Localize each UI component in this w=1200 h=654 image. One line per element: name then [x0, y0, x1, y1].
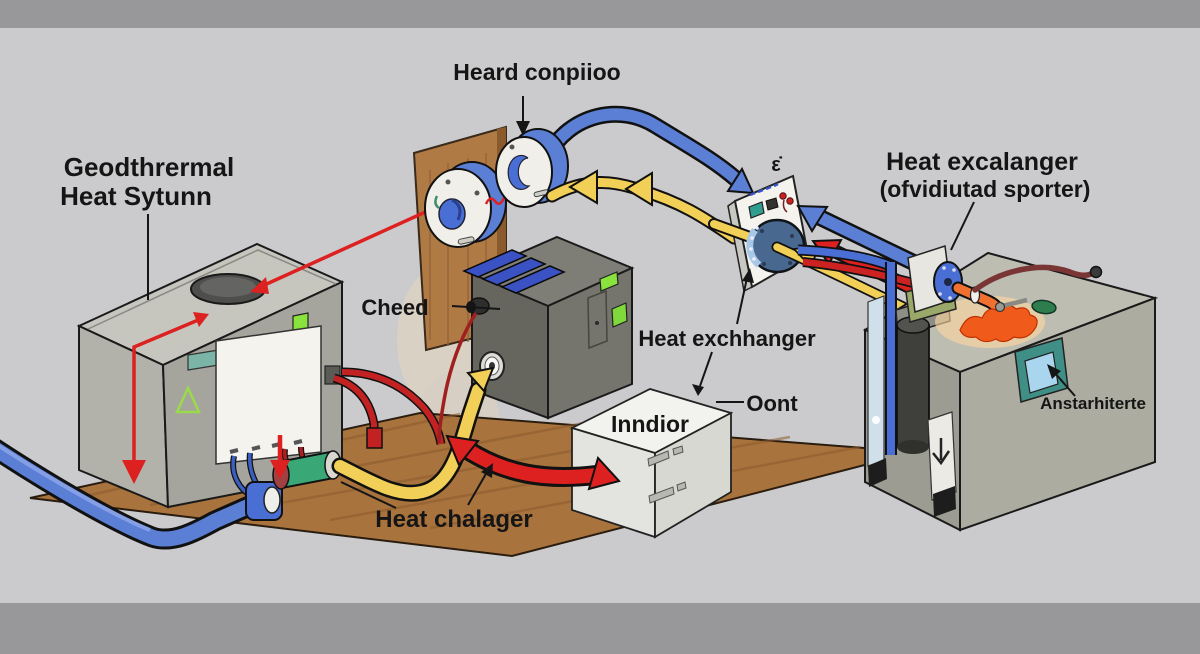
yellow-loop-pipe-lower	[331, 366, 495, 502]
panel-label-strip	[749, 182, 779, 197]
red-exchange-arrow	[445, 434, 621, 491]
label-anstarhiterte: Anstarhiterte	[1040, 394, 1146, 413]
label-heat-exchanger-right-2: (ofvidiutad sporter)	[880, 176, 1091, 202]
machine-bay	[867, 245, 1103, 467]
label-epsilon: ε̇	[771, 154, 782, 176]
knob	[466, 297, 490, 315]
label-heat-exchanger-mid: Heat exchhanger	[638, 326, 816, 351]
blue-supply-arrow	[537, 105, 755, 195]
top-band	[0, 0, 1200, 28]
flame-splash	[959, 304, 1038, 343]
geothermal-unit	[76, 242, 345, 509]
panel-red-led	[779, 192, 787, 200]
left-pump-disc	[424, 161, 507, 248]
door-green-button	[611, 302, 628, 328]
indoor-vents	[647, 445, 687, 504]
front-access-panel	[215, 325, 322, 465]
compressor-indicator-green	[599, 271, 619, 292]
label-geothermal-line1: Geodthrermal	[64, 152, 235, 182]
yellow-return-pipe-upper	[545, 169, 741, 245]
panel-teal-chip	[748, 201, 765, 219]
pump-flange	[907, 245, 963, 313]
labels: Geodthrermal Heat Sytunn Heard conpiioo …	[60, 59, 1146, 533]
vent-foot-2	[933, 486, 956, 517]
ground-loop-pipe	[0, 439, 267, 550]
dark-red-hose	[972, 264, 1096, 293]
label-heat-exchanger-right-1: Heat excalanger	[886, 148, 1078, 176]
yellow-chevron-2	[624, 171, 653, 207]
right-heat-exchanger-unit	[862, 245, 1159, 532]
leader-lines	[147, 96, 1076, 509]
key-tool	[994, 297, 1028, 313]
leader-arrowheads	[481, 121, 1061, 478]
teal-window	[1014, 337, 1069, 403]
yellow-chevron-1	[568, 169, 598, 205]
label-indoor: Inndior	[611, 411, 689, 437]
blue-return-arrow	[796, 204, 934, 277]
sight-glass	[867, 295, 885, 467]
white-side-panel	[927, 411, 957, 501]
compressor-unit	[437, 235, 635, 444]
label-cheed: Cheed	[361, 295, 428, 320]
compressor-door	[587, 289, 608, 350]
top-slots	[462, 249, 566, 294]
red-wire	[437, 312, 478, 444]
label-heat-chalager: Heat chalager	[375, 506, 532, 533]
label-heat-pump-top: Heard conpiioo	[453, 59, 620, 85]
label-oont: Oont	[746, 391, 798, 416]
down-arrow-icon	[932, 438, 951, 466]
panel-dark-chip	[765, 197, 779, 211]
bottom-band	[0, 603, 1200, 654]
dark-tank	[896, 316, 930, 454]
green-pipe-fitting	[245, 450, 342, 521]
red-flow-arrows-left	[122, 312, 290, 484]
indoor-unit	[569, 388, 734, 539]
green-oval-button	[1031, 299, 1057, 315]
top-cap	[190, 273, 266, 305]
warning-triangle-icon	[175, 384, 201, 414]
label-geothermal-line2: Heat Sytunn	[60, 181, 212, 211]
well-pump-discs	[424, 128, 569, 248]
vent-foot-1	[868, 458, 887, 487]
